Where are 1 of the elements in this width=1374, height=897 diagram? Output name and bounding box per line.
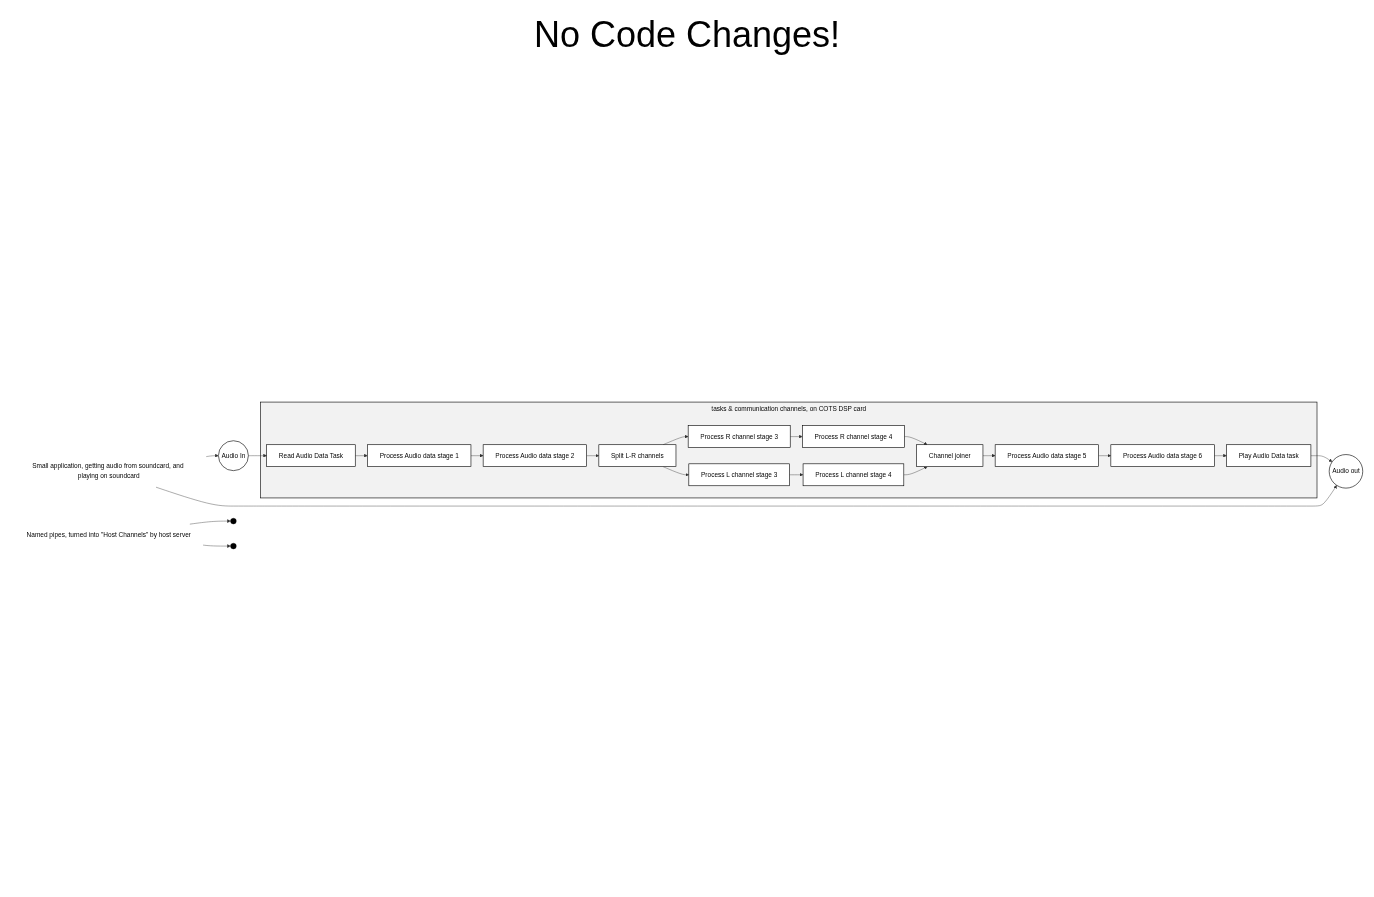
note-text: No Code Changes! bbox=[533, 14, 841, 56]
